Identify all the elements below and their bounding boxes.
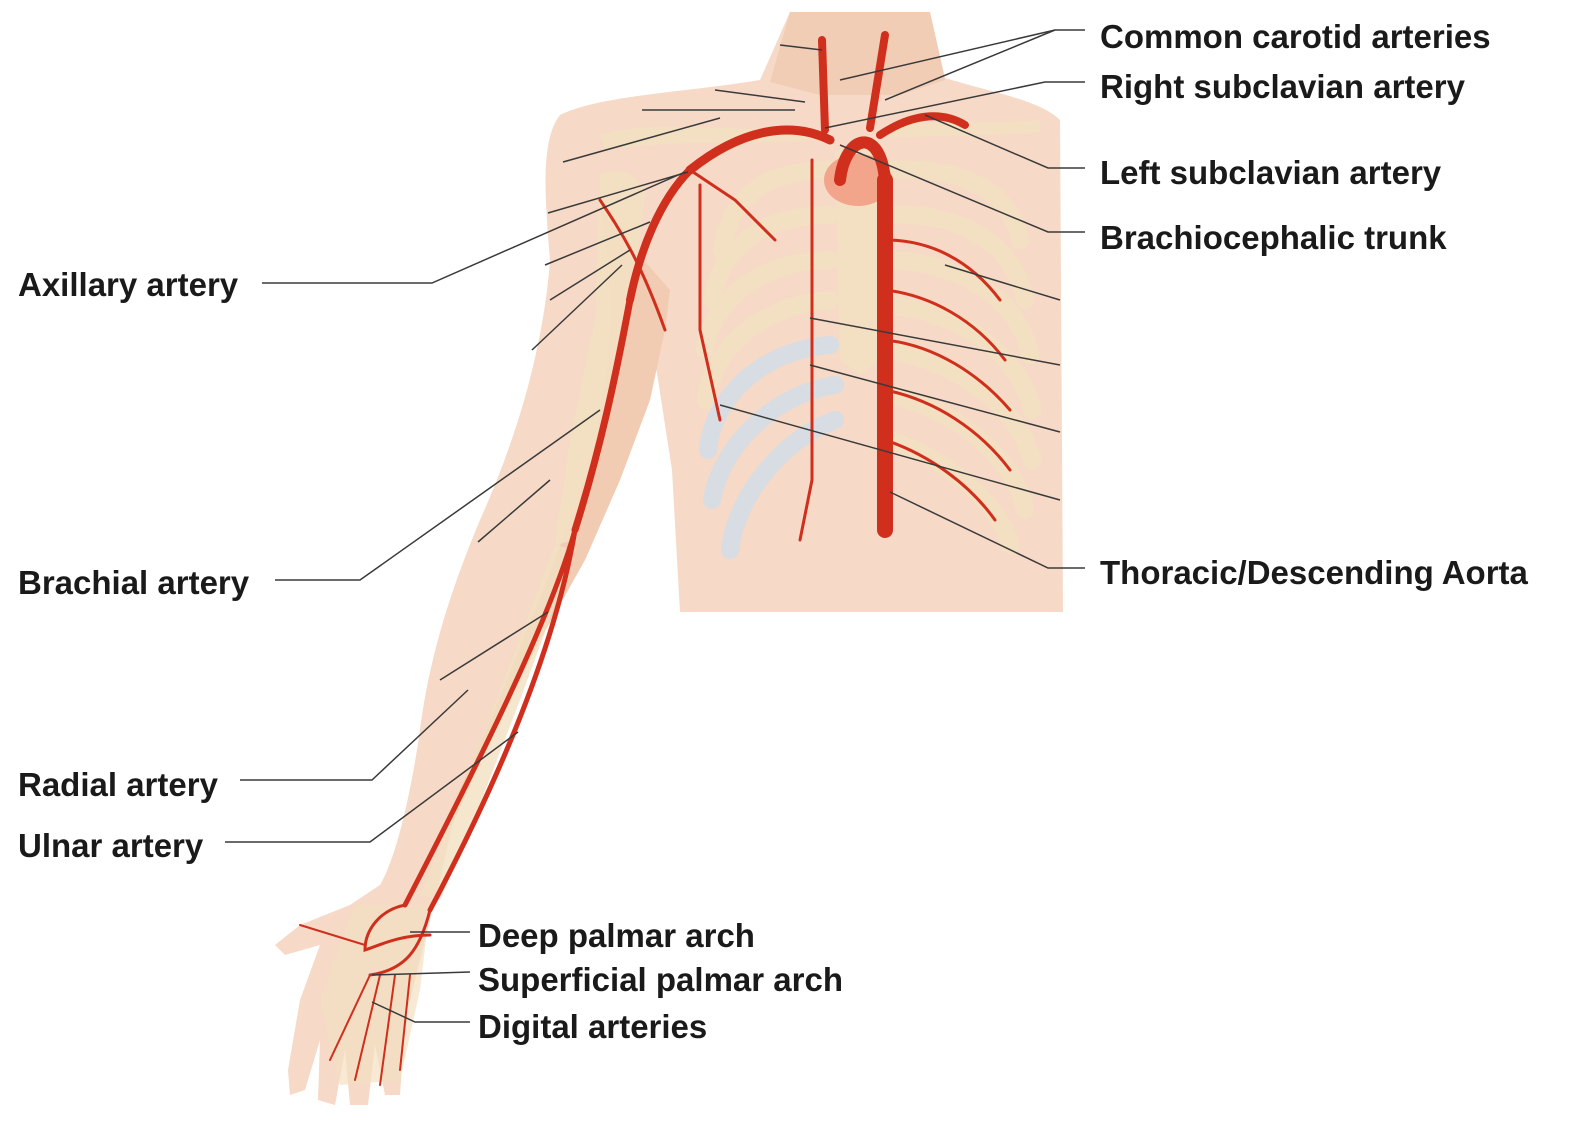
label-thoracic-descending-aorta: Thoracic/Descending Aorta [1100, 553, 1528, 593]
label-deep-palmar-arch: Deep palmar arch [478, 916, 755, 956]
label-left-subclavian-artery: Left subclavian artery [1100, 153, 1441, 193]
label-superficial-palmar-arch: Superficial palmar arch [478, 960, 843, 1000]
label-brachial-artery: Brachial artery [18, 563, 249, 603]
label-ulnar-artery: Ulnar artery [18, 826, 203, 866]
label-brachiocephalic-trunk: Brachiocephalic trunk [1100, 218, 1447, 258]
label-axillary-artery: Axillary artery [18, 265, 238, 305]
carotid-right [822, 40, 825, 130]
label-digital-arteries: Digital arteries [478, 1007, 707, 1047]
label-common-carotid-arteries: Common carotid arteries [1100, 17, 1491, 57]
label-right-subclavian-artery: Right subclavian artery [1100, 67, 1465, 107]
neck [770, 12, 945, 95]
label-radial-artery: Radial artery [18, 765, 218, 805]
